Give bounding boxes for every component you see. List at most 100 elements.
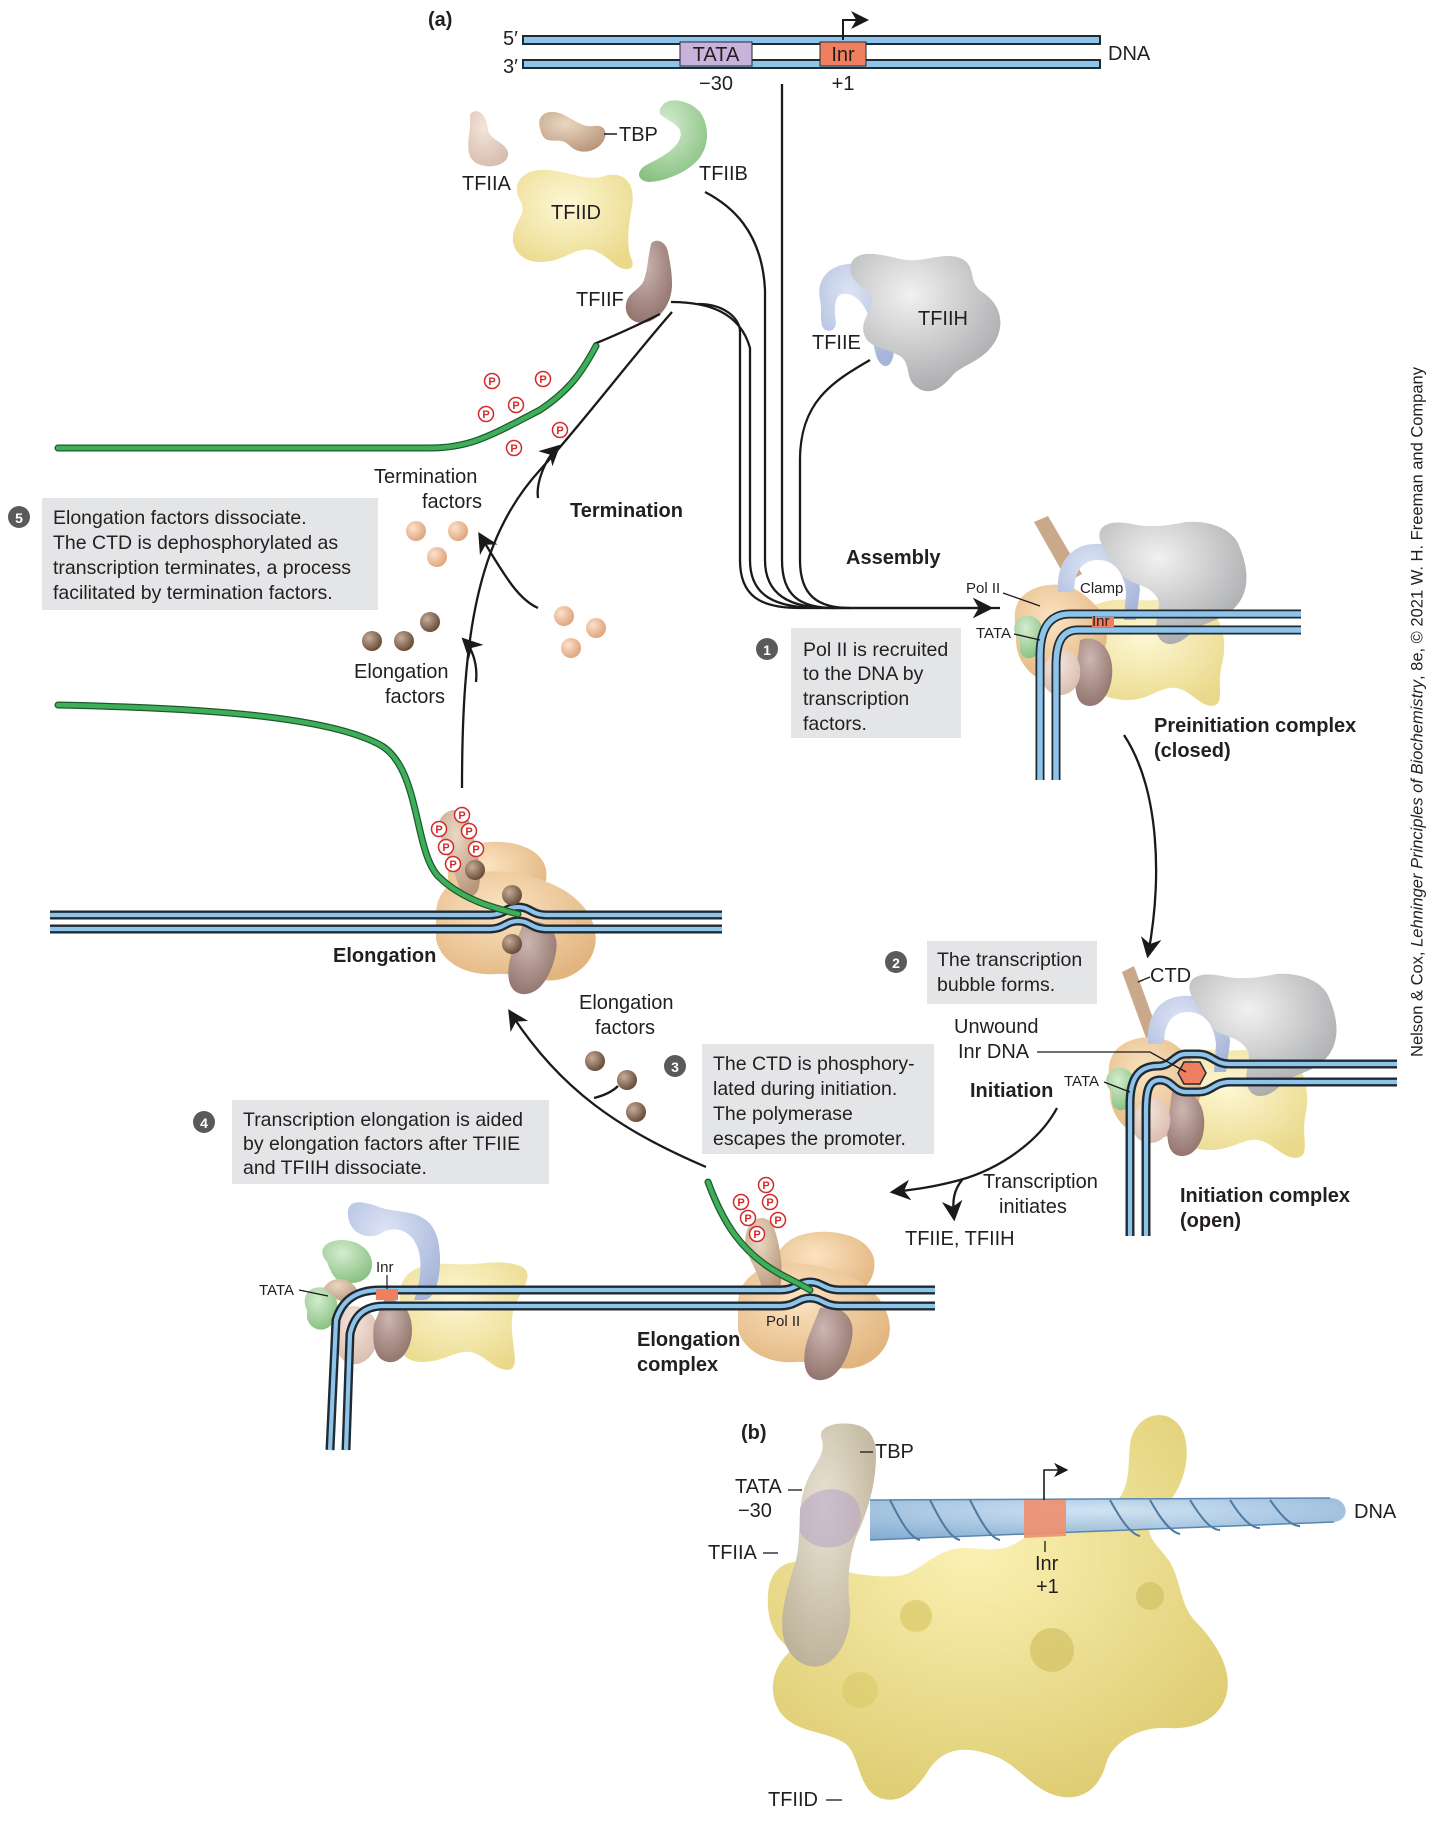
panel-b-tag: (b)	[741, 1422, 767, 1444]
credit-before: Nelson & Cox,	[1408, 946, 1427, 1057]
step-5-box	[42, 498, 378, 610]
elongation-factors-mid-2: factors	[595, 1017, 655, 1039]
initiation-stage-label: Initiation	[970, 1080, 1053, 1102]
step-3-badge	[664, 1055, 686, 1077]
tata-position: −30	[699, 73, 733, 95]
arrow-to-initiation	[1123, 734, 1162, 959]
svg-text:P: P	[512, 400, 519, 412]
arrow-elongation-factors-release	[461, 637, 484, 683]
step-4-box	[232, 1100, 549, 1184]
preinit-title-2: (closed)	[1154, 740, 1231, 762]
arrow-release-tfiie-tfiih	[941, 1179, 963, 1222]
step-5-line-1: Elongation factors dissociate.	[53, 507, 307, 529]
step-4-line-3: and TFIIH dissociate.	[243, 1157, 427, 1179]
svg-text:P: P	[488, 376, 495, 388]
step-1-line-2: to the DNA by	[803, 663, 924, 685]
tbp-label: TBP	[619, 124, 658, 146]
step-1-line-4: factors.	[803, 713, 867, 735]
elongation-stage-label: Elongation	[333, 945, 436, 967]
elong-complex-title-2: complex	[637, 1354, 718, 1376]
svg-text:P: P	[737, 1197, 744, 1209]
step-3-line-3: The polymerase	[713, 1103, 853, 1125]
step-3-box	[702, 1044, 934, 1154]
svg-text:P: P	[472, 844, 479, 856]
panel-b-tbp-label: TBP	[875, 1441, 914, 1463]
inr-box	[819, 41, 867, 67]
three-prime-label: 3′	[503, 56, 518, 78]
svg-text:P: P	[435, 824, 442, 836]
step-4-line-2: by elongation factors after TFIIE	[243, 1133, 520, 1155]
tfiia-label: TFIIA	[462, 173, 512, 195]
unwound-label-2: Inr DNA	[958, 1041, 1030, 1063]
panel-b-tata-label: TATA	[735, 1476, 782, 1498]
step-2-badge	[885, 951, 907, 973]
preinit-pol2-leader	[1002, 592, 1041, 607]
termination-factors-2: factors	[422, 491, 482, 513]
step-3-num: 3	[671, 1059, 679, 1075]
preinit-tata-leader	[1013, 633, 1041, 641]
arrow-to-elongation-complex	[889, 1107, 1059, 1201]
dna-label: DNA	[1108, 43, 1151, 65]
svg-text:P: P	[442, 842, 449, 854]
elong-complex-pol2-label: Pol II	[766, 1313, 800, 1330]
tfiih-label: TFIIH	[918, 308, 968, 330]
svg-text:P: P	[774, 1215, 781, 1227]
step-1-box	[791, 628, 961, 738]
svg-text:P: P	[744, 1213, 751, 1225]
panel-b-inr-position: +1	[1036, 1576, 1059, 1598]
panel-b-dna-label: DNA	[1354, 1501, 1397, 1523]
tfiid-label: TFIID	[551, 202, 601, 224]
step-3-line-1: The CTD is phosphory-	[713, 1053, 915, 1075]
credit-title: Lehninger Principles of Biochemistry	[1408, 680, 1427, 947]
panel-b-inr-label: Inr	[1035, 1553, 1059, 1575]
elongation-factors-mid-1: Elongation	[579, 992, 674, 1014]
step-3-line-2: lated during initiation.	[713, 1078, 897, 1100]
dna-helix-structure	[869, 1497, 1346, 1541]
ctd-phosphates-left: P P P P P P	[430, 806, 485, 873]
arrow-to-released-rna	[536, 444, 561, 499]
transcription-start-arrow	[842, 11, 869, 40]
elongation-factors-mid	[585, 1051, 646, 1122]
elongation-factor-join-mid	[593, 1085, 619, 1100]
step-5: 5 Elongation factors dissociate. The CTD…	[8, 498, 378, 610]
arrow-elongation-to-termination	[460, 311, 673, 789]
step-2-line-2: bubble forms.	[937, 974, 1055, 996]
termination-factors-1: Termination	[374, 466, 477, 488]
step-1-line-3: transcription	[803, 688, 909, 710]
tbp-tfiia-structure	[782, 1423, 876, 1667]
step-1-badge	[756, 638, 778, 660]
init-title-1: Initiation complex	[1180, 1185, 1350, 1207]
preinit-clamp-label: Clamp	[1080, 580, 1123, 597]
credit-after: , 8e, © 2021 W. H. Freeman and Company	[1408, 367, 1427, 681]
arrow-to-elongation	[508, 1009, 707, 1169]
released-rna	[54, 342, 600, 452]
preinit-inr-label: Inr	[1092, 613, 1110, 630]
panel-b-tfiid-label: TFIID	[768, 1789, 818, 1811]
tfiif-label: TFIIF	[576, 289, 624, 311]
step-5-badge	[8, 506, 30, 528]
early-elongation-complex	[600, 1178, 935, 1381]
inr-box-label: Inr	[831, 44, 855, 66]
unwound-label-1: Unwound	[954, 1016, 1039, 1038]
step-4-line-1: Transcription elongation is aided	[243, 1109, 523, 1131]
tfiid-protein	[512, 169, 633, 270]
step-5-num: 5	[15, 510, 23, 526]
panel-b-tfiia-label: TFIIA	[708, 1542, 758, 1564]
tfiib-label: TFIIB	[699, 163, 748, 185]
tata-box	[679, 41, 753, 67]
initiation-complex	[1106, 966, 1397, 1236]
panel-a-tag: (a)	[428, 9, 452, 31]
scaffold-tata-label: TATA	[259, 1282, 294, 1299]
elong-complex-title-1: Elongation	[637, 1329, 740, 1351]
panel-b-tata-position: −30	[738, 1500, 772, 1522]
termination-factors	[406, 521, 606, 658]
step-5-line-4: facilitated by termination factors.	[53, 582, 333, 604]
svg-text:P: P	[556, 425, 563, 437]
elongation-factors-left	[362, 612, 440, 651]
released-factors-label: TFIIE, TFIIH	[905, 1228, 1015, 1250]
preinit-pol2-label: Pol II	[966, 580, 1000, 597]
step-5-line-2: The CTD is dephosphorylated as	[53, 532, 338, 554]
scaffold-inr-label: Inr	[376, 1259, 394, 1276]
tata-box-label: TATA	[693, 44, 740, 66]
